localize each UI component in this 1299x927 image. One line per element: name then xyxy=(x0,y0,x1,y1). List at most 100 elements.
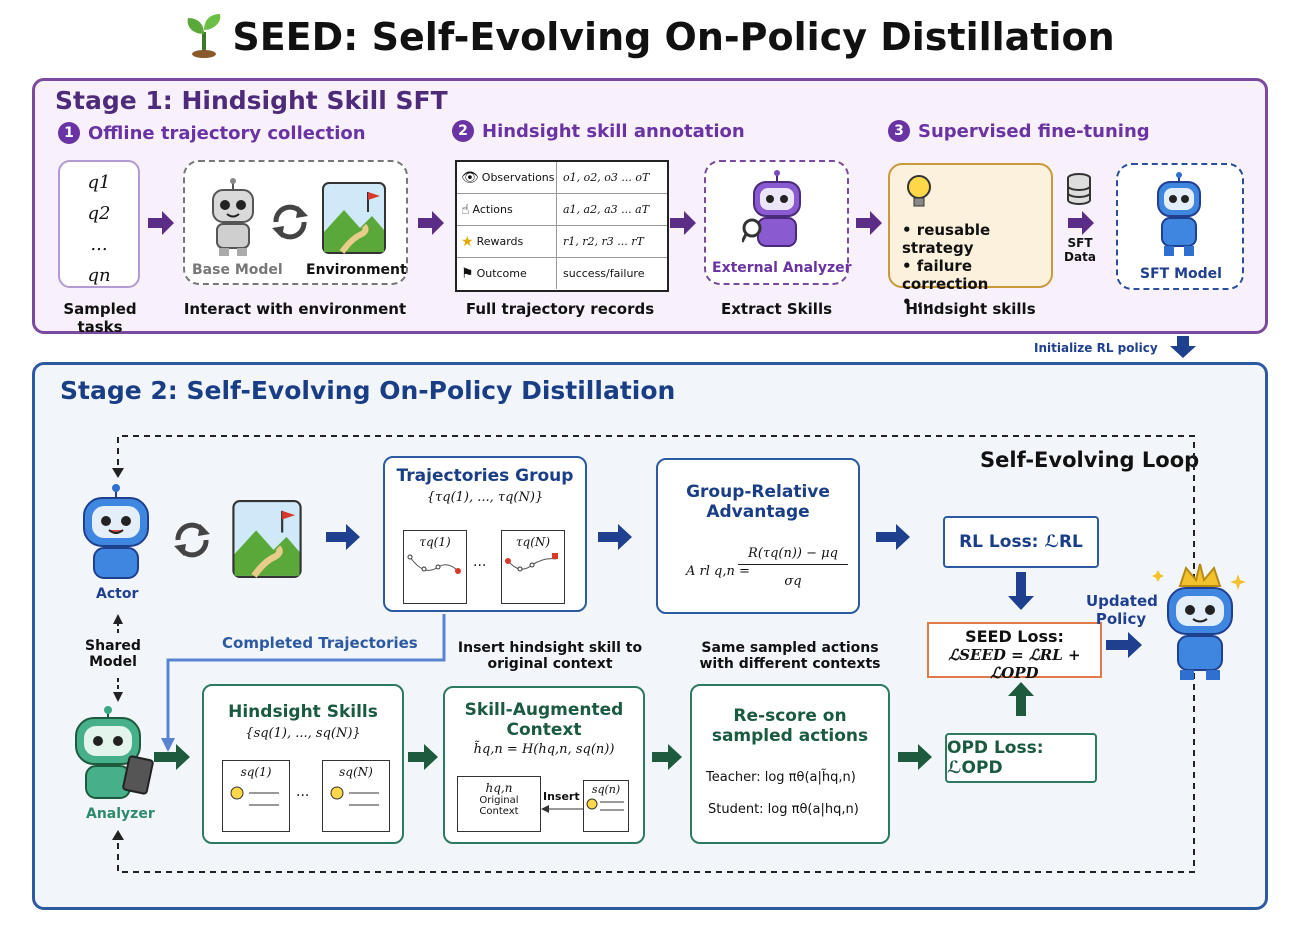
loop-label: Self-Evolving Loop xyxy=(980,448,1200,472)
rl-loss-box: RL Loss: ℒRL xyxy=(943,516,1099,568)
environment-landscape-icon xyxy=(322,182,386,258)
base-model-label: Base Model xyxy=(192,262,283,278)
lightbulb-icon xyxy=(904,173,934,215)
analyzer-robot-icon xyxy=(68,706,158,810)
opd-loss-text: OPD Loss: ℒOPD xyxy=(947,738,1044,778)
analyzer-label: Analyzer xyxy=(86,806,155,822)
star-icon: ★ xyxy=(461,233,474,250)
stage2-title: Stage 2: Self-Evolving On-Policy Distill… xyxy=(60,376,676,405)
row-value: a1, a2, a3 ... aT xyxy=(563,203,650,216)
seed-loss-box: SEED Loss: ℒSEED = ℒRL + ℒOPD xyxy=(927,622,1102,682)
step3-label: Supervised fine-tuning xyxy=(918,120,1150,142)
table-row: ☝Actions a1, a2, a3 ... aT xyxy=(457,194,667,226)
original-context-card: hq,n Original Context xyxy=(457,776,541,832)
table-row: ⚑Outcome success/failure xyxy=(457,258,667,289)
seed-loss-formula: ℒSEED = ℒRL + ℒOPD xyxy=(948,646,1081,682)
task-item: q2 xyxy=(87,203,111,224)
seed-loss-title: SEED Loss: xyxy=(965,627,1064,646)
step2-header: 2 Hindsight skill annotation xyxy=(452,120,745,142)
skill-card: sq(n) xyxy=(583,780,629,832)
sft-data-label: SFT Data xyxy=(1064,236,1096,264)
traj-group-set: {τq(1), ..., τq(N)} xyxy=(426,490,544,505)
skill-card: sq(1) xyxy=(222,760,290,832)
skill-card-label: sq(N) xyxy=(339,765,373,779)
arrow-right-icon xyxy=(418,211,444,235)
hindsight-skills-note: • reusable strategy • failure correction… xyxy=(888,163,1053,311)
sampled-tasks-box: q1 q2 ... qn xyxy=(58,160,140,288)
skill-item: • reusable strategy xyxy=(902,221,991,257)
trajectory-path-icon xyxy=(505,553,558,572)
step3-number: 3 xyxy=(888,120,910,142)
trajectory-card: τq(1) xyxy=(403,530,467,604)
title-text: SEED: Self-Evolving On-Policy Distillati… xyxy=(232,15,1115,59)
sac-title: Skill-Augmented Context xyxy=(464,700,624,740)
row-name: Outcome xyxy=(476,267,527,280)
step1-header: 1 Offline trajectory collection xyxy=(58,122,366,144)
traj-card-label: τq(1) xyxy=(419,535,451,549)
sft-robot-icon xyxy=(1152,172,1206,262)
external-analyzer-label: External Analyzer xyxy=(712,260,852,276)
init-rl-label: Initialize RL policy xyxy=(1034,341,1158,355)
arrow-left-icon xyxy=(541,805,583,813)
arrow-right-icon xyxy=(856,211,882,235)
gra-numerator: R(τq(n)) − μq xyxy=(738,546,848,565)
task-item: q1 xyxy=(87,172,111,193)
checkered-flag-icon: ⚑ xyxy=(461,265,474,282)
group-relative-advantage-box: Group-Relative Advantage A rl q,n = R(τq… xyxy=(656,458,860,614)
actor-label: Actor xyxy=(96,586,139,602)
arrow-right-icon xyxy=(670,211,696,235)
database-icon xyxy=(1066,173,1092,209)
row-value: o1, o2, o3 ... oT xyxy=(563,171,650,184)
skills-caption: Hindsight skills xyxy=(905,300,1036,318)
skill-item: • failure correction xyxy=(902,257,989,293)
same-actions-note: Same sampled actions with different cont… xyxy=(699,640,881,672)
actor-robot-icon xyxy=(76,484,156,588)
opd-loss-box: OPD Loss: ℒOPD xyxy=(945,733,1097,783)
task-item: ... xyxy=(90,234,108,255)
rescore-title: Re-score on sampled actions xyxy=(711,706,869,746)
arrow-down-icon xyxy=(1170,336,1196,358)
skill-augmented-context-box: Skill-Augmented Context h̃q,n = H(hq,n, … xyxy=(443,686,645,844)
trajectory-path-icon xyxy=(407,554,461,574)
base-model-robot-icon xyxy=(205,178,261,262)
ctx-h: hq,n xyxy=(485,781,513,795)
step3-header: 3 Supervised fine-tuning xyxy=(888,120,1150,142)
traj-group-title: Trajectories Group xyxy=(396,466,574,486)
insert-label: Insert xyxy=(543,790,580,803)
skill-card-label: sq(1) xyxy=(240,765,272,779)
interact-caption: Interact with environment xyxy=(183,300,407,318)
student-score: Student: log πθ(a|hq,n) xyxy=(708,802,859,817)
trajectories-group-box: Trajectories Group {τq(1), ..., τq(N)} τ… xyxy=(383,456,587,612)
gra-lhs: A rl q,n = xyxy=(686,564,750,579)
lightbulb-icon xyxy=(229,783,289,817)
row-name: Rewards xyxy=(476,235,524,248)
row-value: success/failure xyxy=(563,267,645,280)
cycle-icon xyxy=(268,200,312,248)
sft-model-label: SFT Model xyxy=(1140,266,1222,282)
stage1-title: Stage 1: Hindsight Skill SFT xyxy=(55,86,448,115)
gra-title: Group-Relative Advantage xyxy=(686,482,830,522)
lightbulb-icon xyxy=(586,798,624,811)
skill-item: • ... xyxy=(902,293,934,311)
teacher-score: Teacher: log πθ(a|h̃q,n) xyxy=(706,770,856,785)
updated-policy-label: Updated Policy xyxy=(1086,592,1158,628)
hindsight-skills-box: Hindsight Skills {sq(1), ..., sq(N)} sq(… xyxy=(202,684,404,844)
ctx-label: Original Context xyxy=(479,795,519,817)
ellipsis-text: ... xyxy=(296,784,310,800)
crowned-robot-icon xyxy=(1150,558,1250,688)
step2-number: 2 xyxy=(452,120,474,142)
hs-set: {sq(1), ..., sq(N)} xyxy=(245,726,361,741)
analyzer-robot-icon xyxy=(740,170,812,258)
skill-card-label: sq(n) xyxy=(591,783,621,796)
sac-formula: h̃q,n = H(hq,n, sq(n)) xyxy=(473,742,615,757)
arrow-right-icon xyxy=(148,211,174,235)
arrow-right-icon xyxy=(1068,211,1094,235)
table-row: 👁Observations o1, o2, o3 ... oT xyxy=(457,162,667,194)
trajectory-card: τq(N) xyxy=(501,530,565,604)
table-row: ★Rewards r1, r2, r3 ... rT xyxy=(457,226,667,258)
task-item: qn xyxy=(87,265,111,286)
step2-label: Hindsight skill annotation xyxy=(482,120,745,142)
ellipsis-text: ... xyxy=(473,554,487,570)
